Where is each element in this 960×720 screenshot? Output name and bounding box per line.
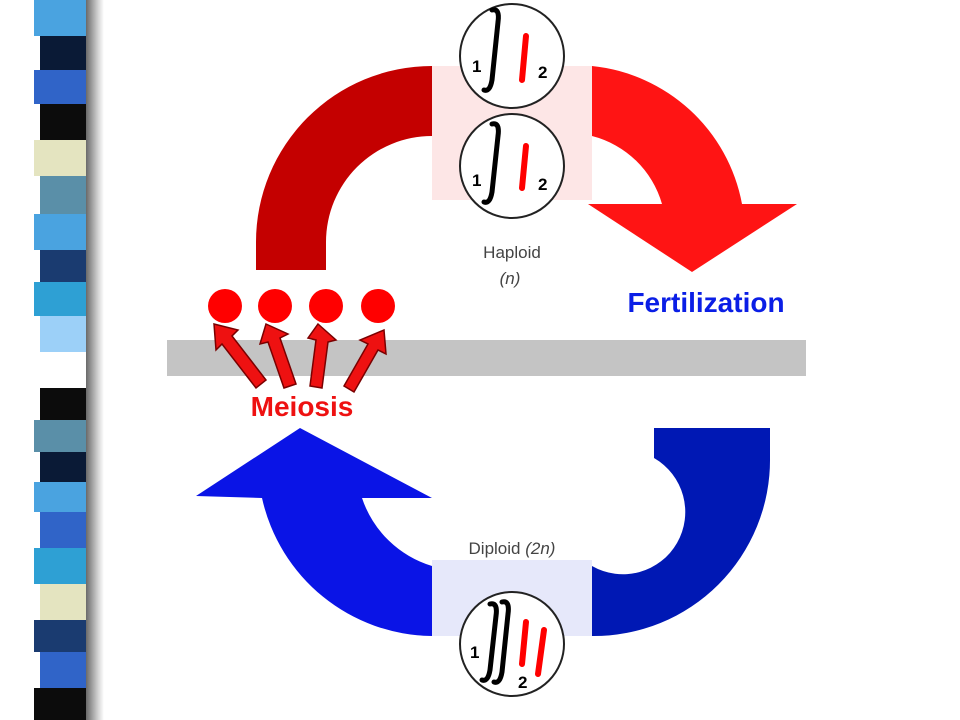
stripe-block	[40, 512, 86, 548]
meiosis-arrows	[213, 322, 387, 394]
stripe-block	[34, 548, 86, 584]
chromosome-red	[519, 33, 529, 83]
stripe-block	[40, 36, 86, 70]
meiosis-label: Meiosis	[251, 391, 354, 422]
haploid-label: Haploid	[483, 243, 541, 262]
diploid-to-meiosis-arrow	[196, 428, 432, 636]
diploid-label: Diploid (2n)	[469, 539, 556, 558]
stripe-block	[34, 420, 86, 452]
stripe-block	[40, 584, 86, 620]
fertilization-to-diploid-arc	[592, 428, 771, 637]
cell-number-right: 2	[538, 175, 547, 194]
cell-number-left: 1	[472, 57, 481, 76]
gamete	[258, 289, 292, 323]
stripe-block	[34, 352, 86, 388]
fertilization-label: Fertilization	[627, 287, 784, 318]
meiosis-arrow	[213, 323, 268, 390]
stripe-block	[34, 140, 86, 176]
chromosome-black	[481, 7, 501, 93]
chromosome-black	[481, 121, 501, 205]
stripe-block	[40, 316, 86, 352]
cell-number-right: 2	[538, 63, 547, 82]
stripe-block	[34, 70, 86, 104]
chromosome-red	[519, 143, 529, 191]
stripe-block	[40, 388, 86, 420]
stripe-block	[40, 452, 86, 482]
cell-number-left: 1	[472, 171, 481, 190]
stripe-block	[34, 0, 86, 36]
haploid-diploid-divider-bar	[167, 340, 806, 376]
stripe-block	[34, 482, 86, 512]
stripe-block	[34, 688, 86, 720]
stripe-edge	[0, 0, 34, 720]
meiosis-arrow	[306, 322, 338, 389]
meiosis-return-arc	[256, 66, 432, 270]
stripe-block	[40, 176, 86, 214]
chromosome-black	[491, 599, 511, 685]
stripe-block	[40, 104, 86, 140]
fertilization-arrow	[588, 66, 797, 272]
gamete	[361, 289, 395, 323]
stripe-block	[34, 282, 86, 316]
cell-number-left: 1	[470, 643, 479, 662]
gametes	[208, 289, 395, 323]
diploid-2n: (2n)	[525, 539, 555, 558]
meiosis-arrow	[342, 328, 387, 394]
stripe-block	[34, 620, 86, 652]
gamete	[208, 289, 242, 323]
haploid-n-label: (n)	[500, 269, 521, 288]
diploid-cell: 1 2	[459, 591, 565, 697]
stripe-block	[34, 214, 86, 250]
haploid-cell-top: 1 2	[459, 3, 565, 109]
diploid-word: Diploid	[469, 539, 521, 558]
gamete	[309, 289, 343, 323]
meiosis-arrow	[258, 322, 297, 389]
chromosome-red	[519, 619, 529, 667]
chromosome-red	[535, 627, 547, 677]
haploid-cell-middle: 1 2	[459, 113, 565, 219]
chromosome-black	[479, 601, 499, 683]
stripe-block	[40, 652, 86, 688]
stripe-shadow	[86, 0, 104, 720]
cell-number-right: 2	[518, 673, 527, 692]
stripe-block	[40, 250, 86, 282]
